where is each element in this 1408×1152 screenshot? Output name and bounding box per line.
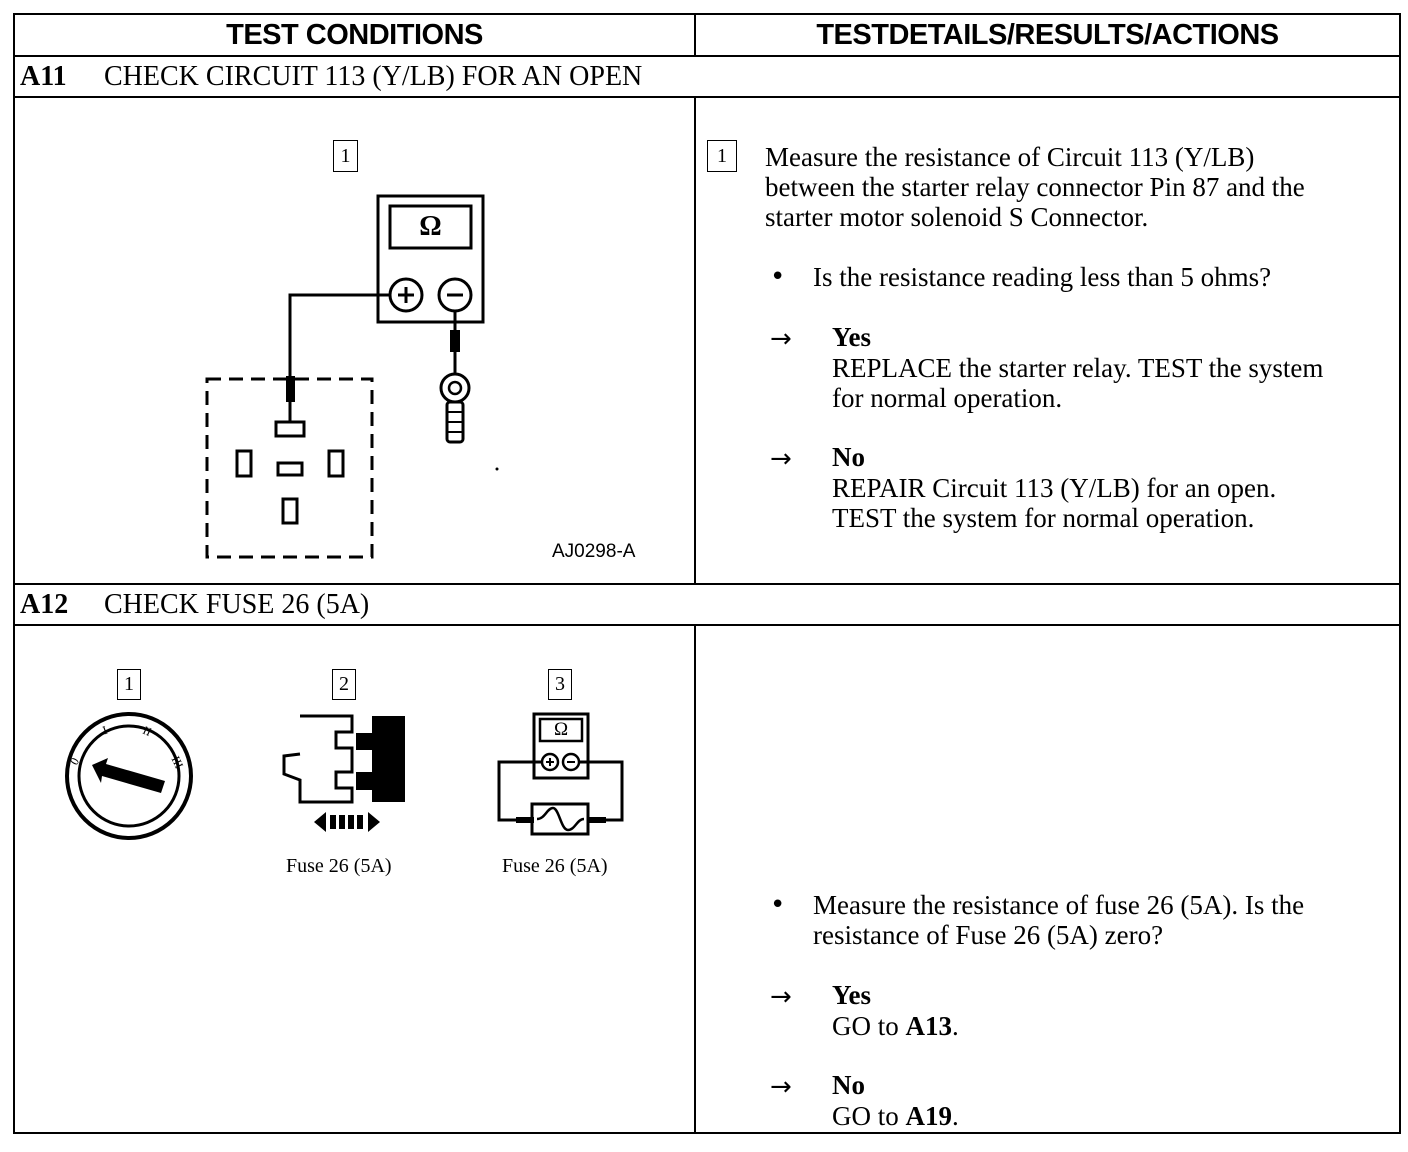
a12-step-box-3: 3: [548, 669, 572, 700]
header-divider: [694, 13, 696, 56]
a11-yes-line-2: for normal operation.: [832, 383, 1063, 413]
a12-caption-2: Fuse 26 (5A): [286, 855, 392, 877]
a12-question-line-1: Measure the resistance of fuse 26 (5A). …: [813, 890, 1305, 920]
a11-instruction-line-3: starter motor solenoid S Connector.: [765, 202, 1149, 232]
a12-yes-action: GO to A13.: [832, 1011, 959, 1041]
a12-yes-target: A13: [905, 1011, 953, 1041]
a11-no-line-2: TEST the system for normal operation.: [832, 503, 1255, 533]
a12-no-prefix: GO to: [832, 1101, 906, 1131]
a11-yes-arrow: →: [770, 324, 792, 354]
a11-figure-step-box: 1: [333, 140, 358, 172]
table-frame: [13, 13, 1401, 1134]
a11-no-label: No: [832, 442, 865, 472]
connector-icon: [205, 377, 374, 559]
a11-no-arrow: →: [770, 444, 792, 474]
a12-title: CHECK FUSE 26 (5A): [104, 589, 370, 620]
a11-bullet: •: [770, 262, 786, 292]
a12-no-target: A19: [905, 1101, 953, 1131]
a11-step-box: 1: [707, 140, 737, 172]
a11-meter-symbol: Ω: [419, 211, 442, 242]
a12-no-action: GO to A19.: [832, 1101, 959, 1131]
a12-meter-symbol: Ω: [553, 719, 569, 740]
a12-no-suffix: .: [952, 1101, 959, 1131]
a12-yes-arrow: →: [770, 982, 792, 1012]
ohmmeter-icon: [286, 194, 485, 422]
a12-caption-3: Fuse 26 (5A): [502, 855, 608, 877]
a12-step-box-2: 2: [332, 669, 356, 700]
a12-id: A12: [20, 589, 69, 620]
a11-id: A11: [20, 61, 67, 92]
a12-no-arrow: →: [770, 1072, 792, 1102]
a11-title: CHECK CIRCUIT 113 (Y/LB) FOR AN OPEN: [104, 61, 643, 92]
a11-divider: [694, 96, 696, 584]
a12-bullet: •: [770, 890, 786, 920]
a12-divider: [694, 624, 696, 1134]
ring-terminal-icon: [439, 372, 499, 471]
a11-yes-label: Yes: [832, 322, 871, 352]
a11-question: Is the resistance reading less than 5 oh…: [813, 262, 1272, 292]
a11-figure-code: AJ0298-A: [552, 541, 636, 562]
a11-section-title: A11 CHECK CIRCUIT 113 (Y/LB) FOR AN OPEN: [20, 57, 642, 97]
fuse-test-icon: [497, 712, 624, 836]
header-rule: [13, 55, 1401, 57]
a11-no-line-1: REPAIR Circuit 113 (Y/LB) for an open.: [832, 473, 1277, 503]
a12-yes-label: Yes: [832, 980, 871, 1010]
a12-title-rule: [13, 624, 1401, 626]
a12-top-rule: [13, 583, 1401, 585]
a12-yes-suffix: .: [952, 1011, 959, 1041]
a11-yes-line-1: REPLACE the starter relay. TEST the syst…: [832, 353, 1324, 383]
header-test-conditions: TEST CONDITIONS: [226, 18, 483, 51]
ignition-switch-icon: [65, 712, 193, 840]
a12-step-box-1: 1: [117, 669, 141, 700]
a12-section-title: A12 CHECK FUSE 26 (5A): [20, 585, 369, 625]
header-test-details: TESTDETAILS/RESULTS/ACTIONS: [816, 18, 1279, 51]
a12-yes-prefix: GO to: [832, 1011, 906, 1041]
a12-no-label: No: [832, 1070, 865, 1100]
fuse-removal-icon: [282, 714, 405, 832]
a12-question-line-2: resistance of Fuse 26 (5A) zero?: [813, 920, 1164, 950]
a11-instruction-line-1: Measure the resistance of Circuit 113 (Y…: [765, 142, 1255, 172]
a11-instruction-line-2: between the starter relay connector Pin …: [765, 172, 1305, 202]
a11-title-rule: [13, 96, 1401, 98]
